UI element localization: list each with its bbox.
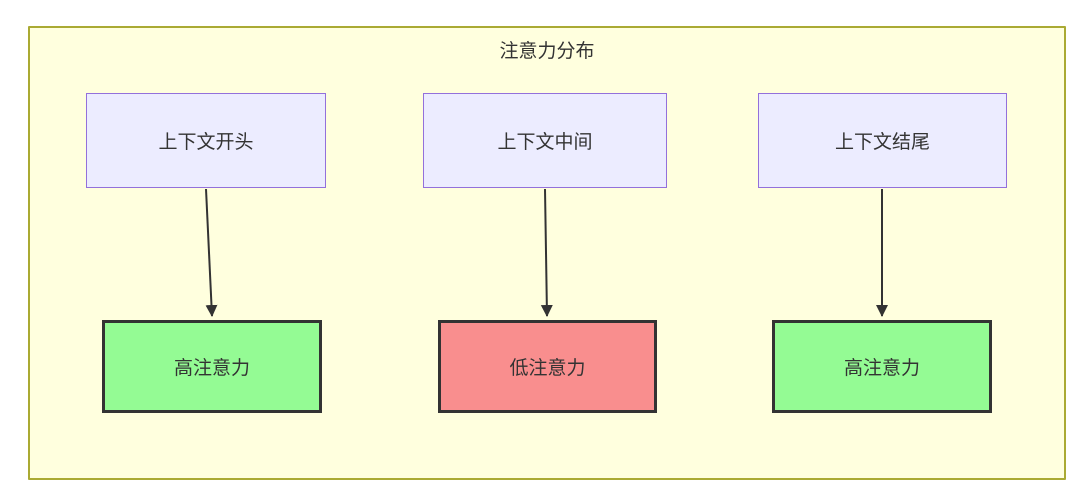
node-high-attention-left: 高注意力 [102, 320, 322, 413]
node-high-attention-left-label: 高注意力 [173, 357, 250, 379]
node-high-attention-right-label: 高注意力 [843, 357, 920, 379]
node-context-beginning-label: 上下文开头 [158, 131, 254, 153]
node-context-middle: 上下文中间 [423, 93, 667, 188]
node-low-attention-middle-label: 低注意力 [509, 357, 586, 379]
node-context-end: 上下文结尾 [758, 93, 1007, 188]
node-context-beginning: 上下文开头 [86, 93, 326, 188]
diagram-title: 注意力分布 [499, 40, 595, 62]
node-context-middle-label: 上下文中间 [497, 131, 593, 153]
node-high-attention-right: 高注意力 [772, 320, 992, 413]
node-low-attention-middle: 低注意力 [438, 320, 657, 413]
node-context-end-label: 上下文结尾 [834, 131, 930, 153]
